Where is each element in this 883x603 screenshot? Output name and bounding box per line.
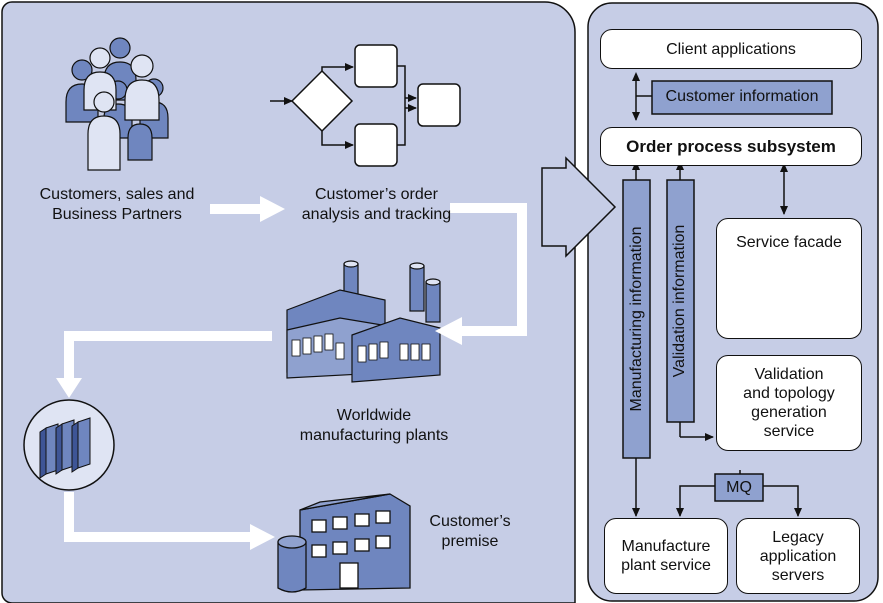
order-analysis-label: Customer’s order analysis and tracking [301, 186, 452, 223]
legacy-application-servers-box: Legacy application servers [736, 518, 860, 594]
validation-information-bar [666, 179, 695, 423]
flowchart-icon [270, 44, 461, 167]
customers-label: Customers, sales and Business Partners [39, 186, 195, 223]
service-facade-label: Service facade [736, 234, 842, 251]
order-process-subsystem-box: Order process subsystem [600, 127, 862, 166]
manufacture-plant-service-box: Manufacture plant service [604, 518, 728, 594]
manufacturing-information-bar [622, 179, 651, 459]
manufacturing-information-label: Manufacturing information [628, 226, 645, 412]
white-flow-arrows [56, 196, 527, 550]
client-applications-box: Client applications [600, 29, 862, 69]
validation-service-box: Validation and topology generation servi… [716, 355, 862, 451]
mq-box [714, 473, 764, 502]
factory-icon [286, 260, 441, 383]
validation-information-label: Validation information [671, 224, 688, 378]
people-group-icon [65, 37, 169, 171]
arrow-analysis-to-plants [435, 203, 527, 345]
business-rules-label: Business rules [762, 286, 816, 314]
panel-connector-arrow [541, 156, 617, 258]
order-process-subsystem-label: Order process subsystem [626, 137, 836, 156]
client-applications-label: Client applications [666, 40, 796, 58]
manufacturing-plants-label: Worldwide manufacturing plants [299, 407, 449, 444]
customer-information-label: Customer information [665, 88, 819, 105]
server-cluster-icon [23, 399, 115, 491]
customer-premise-label: Customer’s premise [429, 513, 511, 550]
arrow-plants-to-servers [56, 331, 272, 398]
building-icon [277, 493, 411, 593]
service-facade-box: Service facade [716, 218, 862, 339]
arrow-customers-to-analysis [210, 196, 285, 222]
customer-information-box [651, 80, 833, 115]
arrow-servers-to-premise [64, 492, 275, 550]
mq-label: MQ [726, 479, 752, 496]
